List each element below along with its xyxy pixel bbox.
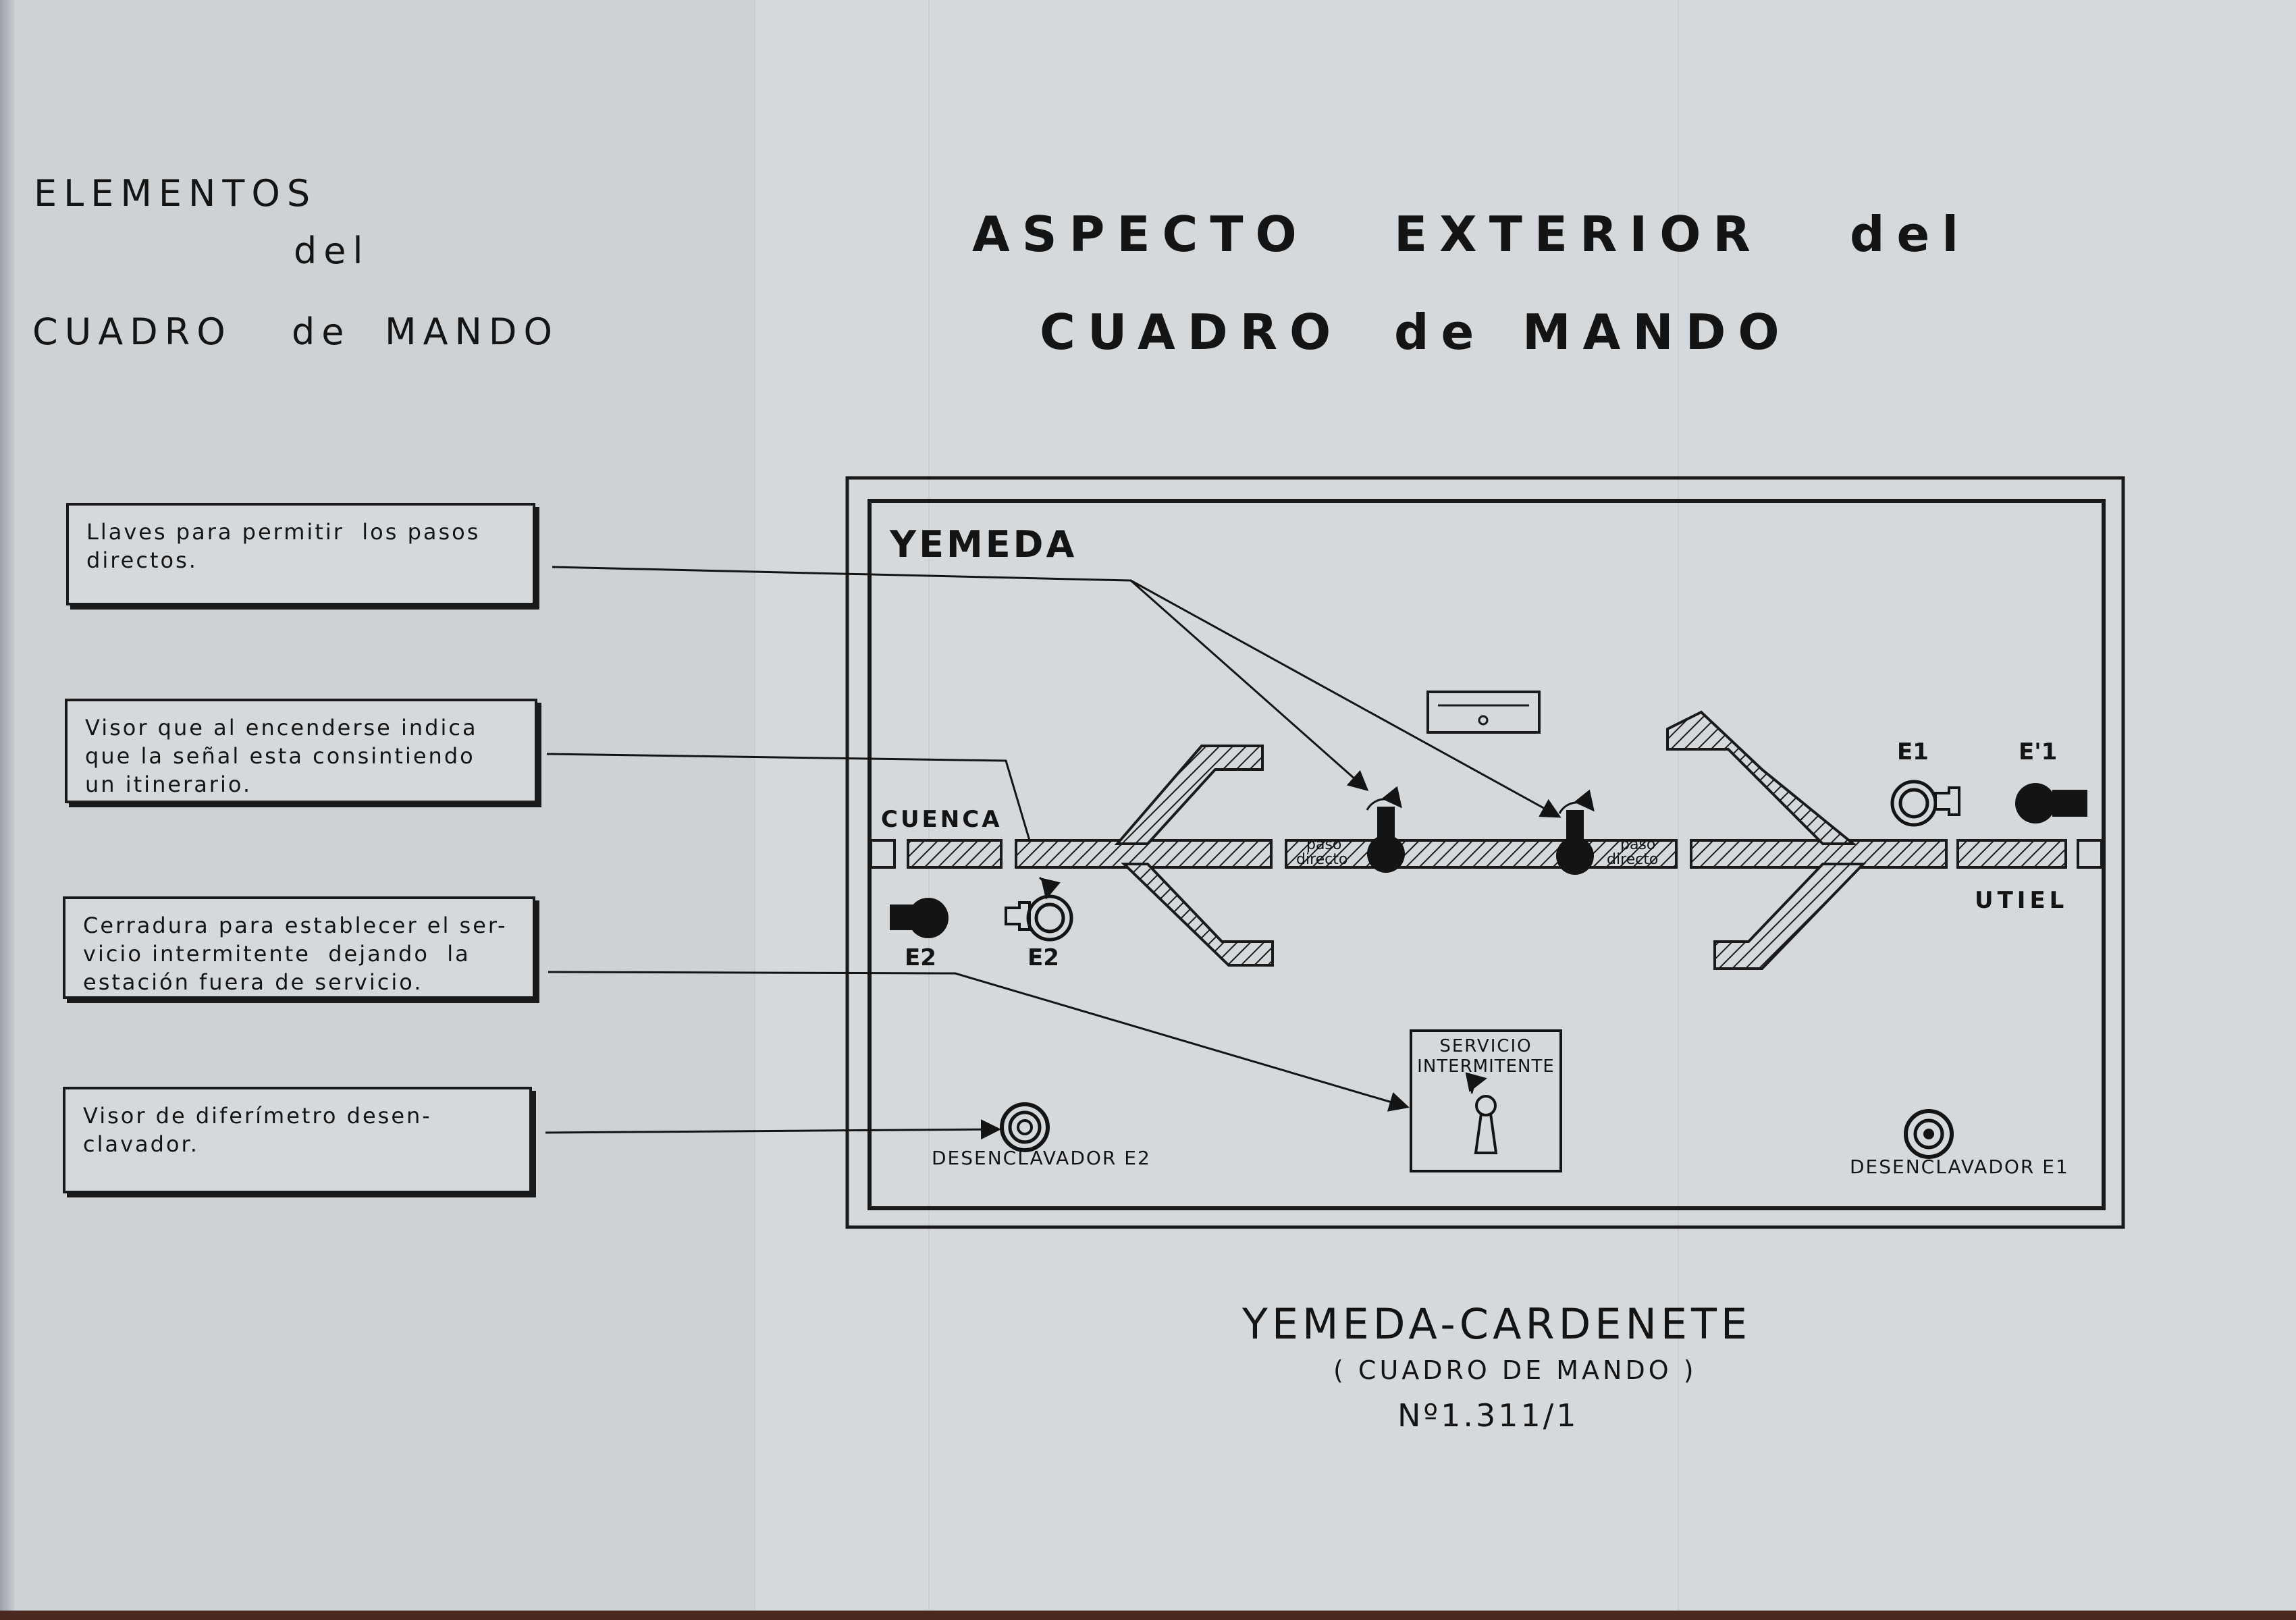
note-release-meter: Visor de diferímetro desen- clavador. — [63, 1087, 532, 1193]
destination-right: UTIEL — [1975, 887, 2068, 914]
release-meter-e1 — [1904, 1109, 1954, 1159]
note-keys: Llaves para permitir los pasos directos. — [66, 503, 535, 605]
paso-label-right: paso — [1620, 836, 1655, 853]
leader-viewer — [546, 753, 1031, 841]
panel-outer-frame — [845, 476, 2125, 1229]
key-e1-prime-label: E'1 — [2019, 738, 2057, 765]
left-heading-line3a: CUADRO — [32, 310, 232, 353]
track-segment — [1956, 839, 2067, 869]
key-e2-filled — [890, 898, 949, 938]
main-heading-line2c: MANDO — [1522, 304, 1792, 360]
paso-label-left: paso — [1306, 836, 1341, 853]
leader-keys-2 — [1130, 579, 1561, 818]
left-heading-line3c: MANDO — [385, 310, 560, 353]
track-branch-lower-right — [1713, 863, 1867, 970]
track-end-left — [870, 839, 896, 869]
key-e1-label: E1 — [1897, 738, 1929, 765]
fold-line — [1678, 0, 1679, 1620]
fold-line — [754, 0, 755, 1620]
track-end-right — [2077, 839, 2103, 869]
caption-title: YEMEDA-CARDENETE — [1242, 1299, 1752, 1349]
service-lock-box — [1410, 1029, 1562, 1172]
signal-viewer-box — [1426, 691, 1541, 734]
track-segment — [907, 839, 1003, 869]
station-name: YEMEDA — [889, 523, 1077, 566]
direct-pass-key-left — [1366, 786, 1405, 873]
destination-left: CUENCA — [881, 806, 1003, 833]
service-keyhole-icon — [1465, 1072, 1498, 1154]
main-heading-line1c: del — [1850, 206, 1971, 263]
fold-line — [928, 0, 930, 1620]
track-segment — [1285, 839, 1678, 869]
bottom-edge — [0, 1611, 2296, 1620]
track-branch-upper-right — [1666, 710, 1857, 845]
key-e1-ring — [1890, 780, 1960, 827]
main-heading-line1b: EXTERIOR — [1394, 206, 1763, 263]
key-e2-ring — [1005, 876, 1073, 942]
main-heading-line2b: de — [1394, 304, 1487, 360]
leader-lock — [548, 971, 1410, 1112]
track-branch-upper-left — [1114, 745, 1264, 845]
leader-release — [545, 1119, 1001, 1140]
track-branch-lower-left — [1121, 863, 1274, 967]
main-heading-line2a: CUADRO — [1040, 304, 1343, 360]
left-heading-line1: ELEMENTOS — [34, 172, 317, 215]
directo-label-left: directo — [1296, 851, 1347, 868]
key-e2-ring-label: E2 — [1027, 944, 1059, 971]
release-label-e1: DESENCLAVADOR E1 — [1850, 1156, 2069, 1178]
directo-label-right: directo — [1607, 851, 1658, 868]
main-heading-line1a: ASPECTO — [972, 206, 1309, 263]
release-meter-e2 — [1000, 1102, 1050, 1152]
left-heading-line3b: de — [292, 310, 351, 353]
track-segment — [1690, 839, 1948, 869]
key-e2-label: E2 — [905, 944, 936, 971]
service-box-line1: SERVICIO — [1439, 1036, 1532, 1056]
caption-subtitle: ( CUADRO DE MANDO ) — [1333, 1355, 1697, 1385]
page-left-edge — [0, 0, 15, 1620]
note-viewer: Visor que al encenderse indica que la se… — [65, 699, 537, 803]
left-heading-line2: del — [294, 230, 370, 272]
release-label-e2: DESENCLAVADOR E2 — [932, 1147, 1151, 1169]
key-e1-prime-filled — [2015, 783, 2087, 824]
service-box-line2: INTERMITENTE — [1417, 1056, 1555, 1077]
note-lock: Cerradura para establecer el ser- vicio … — [63, 896, 535, 999]
caption-number: Nº1.311/1 — [1397, 1397, 1579, 1434]
direct-pass-key-right — [1556, 789, 1595, 875]
